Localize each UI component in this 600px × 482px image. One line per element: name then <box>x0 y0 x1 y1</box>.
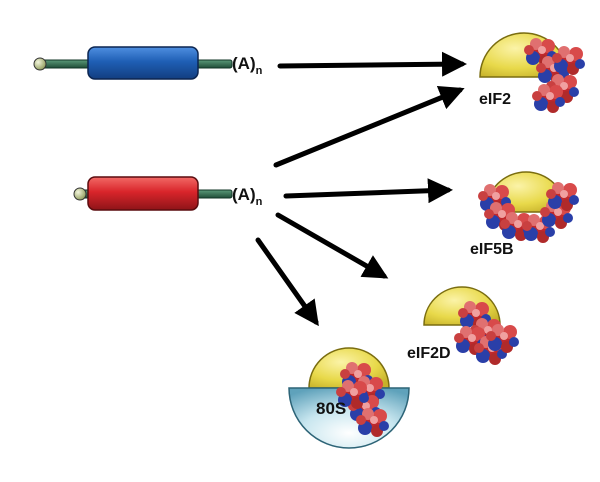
cap-icon <box>73 187 87 201</box>
factor-label-80s: 80S <box>316 399 346 418</box>
stem-right <box>195 59 233 69</box>
factor-label-eif2: eIF2 <box>479 91 511 108</box>
protein-icon <box>454 301 519 365</box>
factor-label-eif5b: eIF5B <box>470 241 514 258</box>
complex-eif2: eIF2 <box>479 32 585 113</box>
mrna-body-icon <box>87 46 199 80</box>
mrna-body-icon <box>87 176 199 211</box>
factor-label-eif2d: eIF2D <box>407 345 451 362</box>
stem-right <box>195 189 233 199</box>
arrow-icon <box>255 237 319 327</box>
stem-left <box>39 59 91 69</box>
arrow-icon <box>273 85 465 168</box>
cap-icon <box>33 57 47 71</box>
arrow-icon <box>275 212 389 279</box>
complex-eif2d: eIF2D <box>407 286 519 365</box>
tail-label-blue: (A)n <box>232 54 263 77</box>
arrow-icon <box>283 178 453 204</box>
tail-label-red: (A)n <box>232 185 263 208</box>
complex-eif5b: eIF5B <box>470 171 579 258</box>
mrna-red: (A)n <box>73 176 263 211</box>
mrna-blue: (A)n <box>33 46 263 80</box>
arrow-icon <box>277 51 467 77</box>
arrows <box>255 51 467 327</box>
ribosome-80s: 80S <box>288 347 410 449</box>
